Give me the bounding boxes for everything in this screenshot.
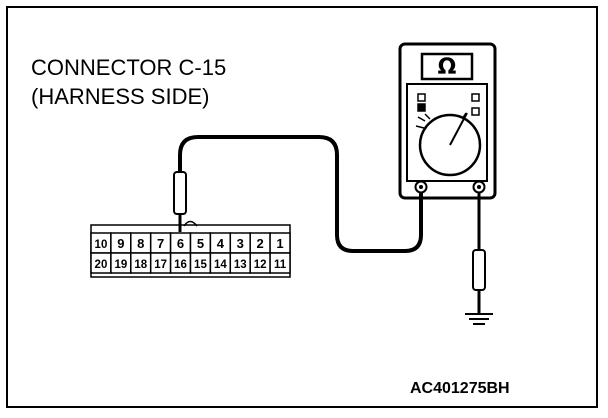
connector-pin-label: 19 [114,259,127,271]
connector-pin-label: 11 [274,259,287,271]
test-lead-wire-left [178,135,423,253]
meter-marker [417,93,426,102]
diagram-frame [6,6,598,408]
connector-latch [183,220,198,227]
connector-pin-label: 4 [217,236,225,251]
connector-pin-label: 12 [254,259,267,271]
connector-pin-label: 17 [154,259,167,271]
meter-marker [471,93,480,102]
connector-pin-label: 14 [214,259,227,271]
meter-range-ticks [415,112,467,129]
connector-pin-label: 3 [237,236,244,251]
meter-marker [471,107,480,116]
connector-pin-label: 10 [95,239,108,251]
connector-pin-label: 18 [134,259,147,271]
connector-pin-label: 5 [197,236,204,251]
connector-pin-label: 7 [157,236,164,251]
test-probe-right [472,249,486,314]
connector-pin-label: 1 [276,236,283,251]
connector-pin-label: 20 [95,259,108,271]
connector-pin-label: 15 [194,259,207,271]
connector-pin-label: 2 [257,236,264,251]
figure-code: AC401275BH [410,380,510,397]
connector-pin-label: 9 [117,236,124,251]
connector-pin-label: 16 [174,259,187,271]
connector-pin-cell [269,252,291,274]
meter-display-symbol: Ω [438,55,457,80]
meter-marker [417,103,426,112]
meter-display [420,52,474,81]
test-probe-left [173,171,187,232]
ground-symbol-icon [465,313,493,325]
connector-title-line-2: (HARNESS SIDE) [31,84,210,109]
connector-title-line-1: CONNECTOR C-15 [31,55,227,80]
connector-pin-label: 13 [234,259,247,271]
connector-title: CONNECTOR C-15 (HARNESS SIDE) [31,53,226,111]
ohmmeter-icon: Ω [398,42,497,200]
meter-dial-pointer [449,112,468,146]
connector-pin-label: 6 [177,236,184,251]
connector-pin-label: 8 [137,236,144,251]
